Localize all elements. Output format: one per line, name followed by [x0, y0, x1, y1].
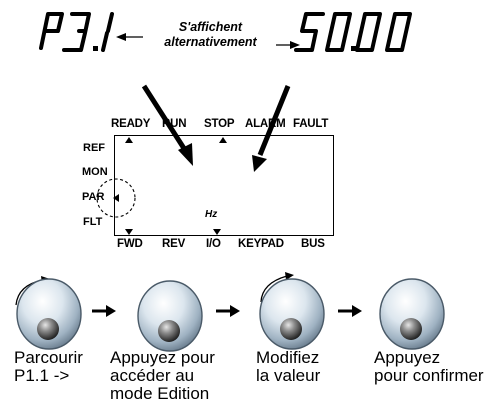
side-label-mon: MON — [82, 166, 108, 178]
step-4-line2: pour confirmer — [374, 366, 484, 385]
step-4-line1: Appuyez — [374, 348, 441, 367]
segment-char-3 — [62, 12, 91, 52]
rotate-hint-arrowhead-2 — [285, 272, 294, 280]
step-1-line1: Parcourir — [14, 348, 83, 367]
step-2-line1: Appuyez pour — [110, 348, 215, 367]
pointer-arrow-right — [252, 85, 291, 172]
segment-char-0a — [325, 12, 352, 52]
decimal-point-1 — [93, 46, 98, 51]
step-caption-1: Parcourir P1.1 -> — [14, 349, 83, 385]
alternation-arrow-left — [116, 33, 143, 41]
lcd-panel — [114, 135, 334, 236]
segment-char-p — [39, 12, 64, 50]
step-caption-2: Appuyez pour accéder au mode Edition — [110, 349, 215, 403]
navigation-knob-enter-edit[interactable] — [134, 278, 206, 354]
io-indicator-icon — [213, 229, 221, 235]
pointer-arrow-left — [141, 84, 193, 166]
navigation-knob-browse[interactable] — [13, 276, 85, 352]
side-label-flt: FLT — [83, 216, 103, 228]
knob-center-button[interactable] — [280, 318, 302, 340]
bottom-keypad: KEYPAD — [238, 238, 284, 250]
status-ready: READY — [111, 118, 151, 130]
step-arrow-3 — [338, 305, 362, 317]
status-alarm: ALARM — [245, 118, 286, 130]
step-3-line1: Modifiez — [256, 348, 320, 367]
segment-char-0b — [355, 12, 382, 52]
side-label-ref: REF — [83, 142, 105, 154]
navigation-knob-modify[interactable] — [256, 276, 328, 352]
step-arrow-2 — [216, 305, 240, 317]
step-arrow-1 — [92, 305, 116, 317]
side-label-par: PAR — [82, 191, 105, 203]
segment-char-0c — [385, 12, 412, 52]
par-indicator-icon — [113, 194, 119, 202]
stop-indicator-icon — [219, 137, 227, 143]
ready-indicator-icon — [125, 137, 133, 143]
status-stop: STOP — [204, 118, 235, 130]
unit-hz: Hz — [205, 209, 218, 220]
navigation-knob-confirm[interactable] — [376, 276, 448, 352]
alternation-note: S'affichent alternativement — [143, 20, 278, 50]
alternation-note-line2: alternativement — [164, 35, 257, 49]
step-3-line2: la valeur — [256, 366, 321, 385]
knob-center-button[interactable] — [158, 320, 180, 342]
status-run: RUN — [162, 118, 187, 130]
alternation-note-line1: S'affichent — [178, 20, 243, 34]
step-1-line2: P1.1 -> — [14, 366, 70, 385]
fwd-indicator-icon — [125, 229, 133, 235]
step-2-line2: accéder au — [110, 366, 195, 385]
step-caption-3: Modifiez la valeur — [256, 349, 320, 385]
bottom-fwd: FWD — [117, 238, 143, 250]
decimal-point-2 — [351, 46, 356, 51]
step-caption-4: Appuyez pour confirmer — [374, 349, 484, 385]
par-highlight-circle — [96, 178, 136, 218]
bottom-io: I/O — [206, 238, 221, 250]
bottom-bus: BUS — [301, 238, 325, 250]
knob-center-button[interactable] — [37, 318, 59, 340]
alternation-arrow-right — [276, 41, 300, 49]
knob-center-button[interactable] — [400, 318, 422, 340]
segment-char-1 — [101, 12, 114, 52]
segment-char-5 — [294, 12, 325, 52]
bottom-rev: REV — [162, 238, 186, 250]
step-2-line3: mode Edition — [110, 384, 210, 403]
status-fault: FAULT — [293, 118, 329, 130]
rotate-hint-arc-2 — [260, 275, 288, 303]
